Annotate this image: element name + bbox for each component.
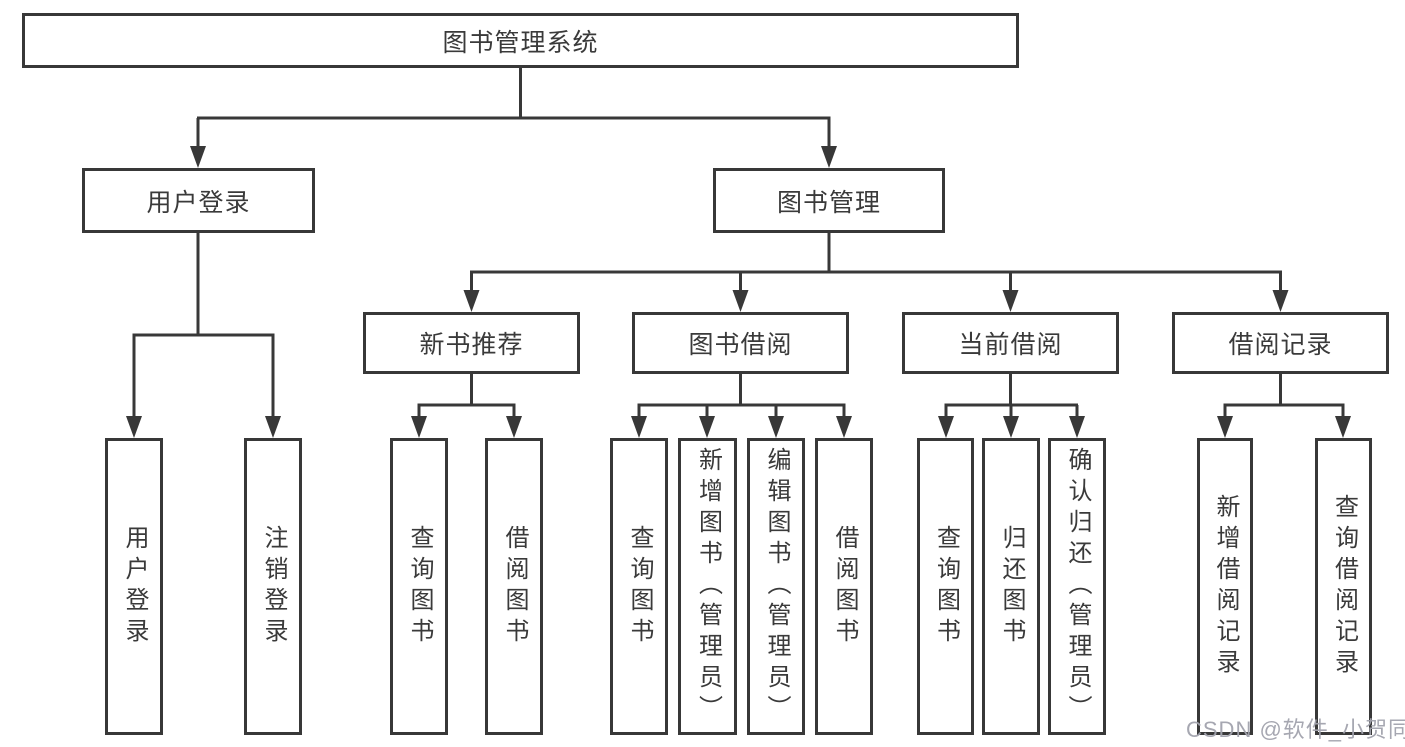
leaf-query-book-current-label: 查询图书 xyxy=(932,524,960,649)
csdn-watermark: CSDN @软件_小贺同学 xyxy=(1186,717,1405,742)
leaf-borrow-book-borrowing-label: 借阅图书 xyxy=(831,524,858,649)
leaf-add-book-admin: 新增图书（管理员） xyxy=(678,438,737,735)
leaf-return-book: 归还图书 xyxy=(982,438,1040,735)
leaf-user-login-label: 用户登录 xyxy=(121,524,148,649)
leaf-logout: 注销登录 xyxy=(244,438,302,735)
node-root-label: 图书管理系统 xyxy=(442,28,599,57)
node-borrowing-records: 借阅记录 xyxy=(1172,312,1389,374)
node-user-login-label: 用户登录 xyxy=(146,188,251,217)
arrowheads xyxy=(126,146,1351,438)
leaf-query-borrow-record: 查询借阅记录 xyxy=(1315,438,1372,735)
tree-edges xyxy=(132,68,1345,421)
leaf-query-borrow-record-label: 查询借阅记录 xyxy=(1330,493,1358,680)
node-current-borrowing: 当前借阅 xyxy=(902,312,1119,374)
leaf-borrow-book-borrowing: 借阅图书 xyxy=(815,438,873,735)
leaf-edit-book-admin-label: 编辑图书（管理员） xyxy=(763,447,790,726)
leaf-borrow-book-recommend: 借阅图书 xyxy=(485,438,543,735)
leaf-add-borrow-record-label: 新增借阅记录 xyxy=(1212,493,1239,680)
leaf-user-login: 用户登录 xyxy=(105,438,163,735)
node-new-book-recommend-label: 新书推荐 xyxy=(419,331,524,359)
node-borrowing-records-label: 借阅记录 xyxy=(1228,331,1333,359)
node-book-borrowing: 图书借阅 xyxy=(632,312,849,374)
leaf-query-book-borrowing-label: 查询图书 xyxy=(626,524,653,649)
leaf-add-book-admin-label: 新增图书（管理员） xyxy=(694,447,722,726)
leaf-query-book-recommend: 查询图书 xyxy=(390,438,448,735)
node-root-library-system: 图书管理系统 xyxy=(22,13,1019,68)
leaf-edit-book-admin: 编辑图书（管理员） xyxy=(747,438,805,735)
leaf-confirm-return-admin-label: 确认归还（管理员） xyxy=(1064,447,1091,726)
node-user-login: 用户登录 xyxy=(82,168,315,233)
node-new-book-recommend: 新书推荐 xyxy=(363,312,580,374)
leaf-add-borrow-record: 新增借阅记录 xyxy=(1197,438,1253,735)
leaf-borrow-book-recommend-label: 借阅图书 xyxy=(501,524,528,649)
node-current-borrowing-label: 当前借阅 xyxy=(958,331,1063,359)
leaf-confirm-return-admin: 确认归还（管理员） xyxy=(1048,438,1106,735)
node-book-management-label: 图书管理 xyxy=(776,188,881,217)
leaf-query-book-borrowing: 查询图书 xyxy=(610,438,668,735)
node-book-borrowing-label: 图书借阅 xyxy=(688,331,793,359)
leaf-return-book-label: 归还图书 xyxy=(998,524,1025,649)
leaf-logout-label: 注销登录 xyxy=(260,524,287,649)
leaf-query-book-recommend-label: 查询图书 xyxy=(406,524,433,649)
leaf-query-book-current: 查询图书 xyxy=(917,438,974,735)
node-book-management: 图书管理 xyxy=(713,168,945,233)
